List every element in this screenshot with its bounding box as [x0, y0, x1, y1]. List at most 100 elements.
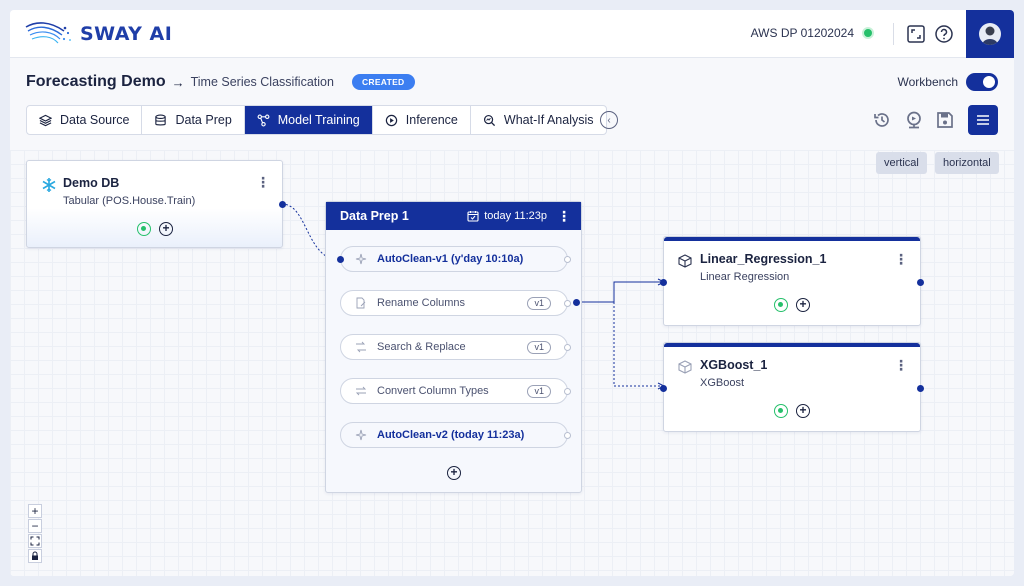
sparkle-icon: [355, 253, 367, 265]
tab-label: Data Source: [60, 113, 130, 127]
add-node-icon[interactable]: +: [796, 298, 810, 312]
source-node-title: Demo DB: [63, 176, 120, 190]
calendar-check-icon: [467, 211, 479, 222]
tab-model-training[interactable]: Model Training: [244, 106, 373, 134]
save-icon[interactable]: [935, 110, 955, 130]
version-badge: v1: [527, 341, 551, 354]
lock-button[interactable]: [28, 549, 42, 563]
more-options-icon[interactable]: ⋮: [557, 207, 571, 224]
more-options-icon[interactable]: ⋮: [894, 357, 908, 373]
user-menu[interactable]: [966, 10, 1014, 58]
hamburger-icon: [977, 115, 989, 125]
more-options-icon[interactable]: ⋮: [894, 251, 908, 267]
sparkle-icon: [355, 429, 367, 441]
more-options-icon[interactable]: ⋮: [256, 174, 270, 190]
tab-data-prep[interactable]: Data Prep: [142, 106, 245, 134]
output-port[interactable]: [573, 299, 580, 306]
history-icon[interactable]: [872, 110, 892, 130]
environment-indicator: AWS DP 01202024: [751, 26, 874, 40]
step-port[interactable]: [564, 300, 571, 307]
app-frame: SWAY AI AWS DP 01202024 Forecasti: [10, 10, 1014, 576]
workbench-toggle[interactable]: [966, 73, 998, 91]
lock-icon: [32, 551, 38, 560]
horizontal-layout-button[interactable]: horizontal: [935, 152, 999, 174]
model-node-linear-regression[interactable]: Linear_Regression_1 Linear Regression ⋮ …: [660, 236, 924, 326]
deploy-icon[interactable]: [904, 110, 924, 130]
node-accent-bar: [664, 343, 920, 347]
tab-label: Data Prep: [175, 113, 232, 127]
prep-step-autoclean-v1[interactable]: AutoClean-v1 (y'day 10:10a): [337, 246, 571, 272]
replace-icon: [356, 341, 366, 353]
prep-step-search-replace[interactable]: Search & Replace v1: [340, 334, 571, 360]
prep-step-convert-types[interactable]: Convert Column Types v1: [340, 378, 571, 404]
model-subtitle: Linear Regression: [700, 271, 790, 283]
snowflake-icon: [42, 178, 56, 192]
step-port[interactable]: [564, 344, 571, 351]
step-label: Convert Column Types: [377, 385, 489, 397]
add-step-icon[interactable]: +: [447, 466, 461, 480]
add-node-icon[interactable]: +: [159, 222, 173, 236]
model-title: XGBoost_1: [700, 358, 768, 372]
step-label: AutoClean-v1 (y'day 10:10a): [377, 253, 524, 265]
model-title: Linear_Regression_1: [700, 252, 827, 266]
data-prep-node[interactable]: Data Prep 1 today 11:23p ⋮ AutoClean-v1 …: [325, 201, 582, 493]
layers-icon: [39, 114, 52, 126]
pipeline-tabs: Data Source Data Prep Model Training I: [26, 105, 607, 135]
tab-label: What-If Analysis: [503, 113, 594, 127]
tab-label: Inference: [405, 113, 458, 127]
workbench-label: Workbench: [897, 75, 958, 89]
step-label: AutoClean-v2 (today 11:23a): [377, 429, 525, 441]
step-port[interactable]: [564, 256, 571, 263]
zoom-out-button[interactable]: −: [28, 519, 42, 533]
tab-what-if-analysis[interactable]: What-If Analysis: [471, 106, 606, 134]
nodes-icon: [257, 114, 270, 126]
version-badge: v1: [527, 385, 551, 398]
step-label: Rename Columns: [377, 297, 466, 309]
logo[interactable]: SWAY AI: [24, 18, 172, 50]
output-port[interactable]: [917, 385, 924, 392]
status-online-icon: [862, 27, 874, 39]
page-subtitle: Time Series Classification: [190, 75, 334, 89]
prep-step-autoclean-v2[interactable]: AutoClean-v2 (today 11:23a): [340, 422, 571, 448]
help-icon[interactable]: [934, 24, 954, 44]
menu-button[interactable]: [968, 105, 998, 135]
avatar: [979, 23, 1001, 45]
tab-data-source[interactable]: Data Source: [27, 106, 143, 134]
version-badge: v1: [527, 297, 551, 310]
input-port[interactable]: [660, 279, 667, 286]
data-prep-title: Data Prep 1: [340, 209, 409, 223]
environment-label: AWS DP 01202024: [750, 26, 854, 40]
status-badge: CREATED: [351, 74, 415, 90]
output-port[interactable]: [279, 201, 286, 208]
breadcrumb-arrow: →: [171, 74, 185, 90]
input-port[interactable]: [660, 385, 667, 392]
logo-text: SWAY AI: [80, 23, 173, 45]
top-bar: SWAY AI AWS DP 01202024: [10, 10, 1014, 58]
input-port[interactable]: [337, 256, 344, 263]
step-port[interactable]: [564, 388, 571, 395]
step-port[interactable]: [564, 432, 571, 439]
source-node[interactable]: Demo DB Tabular (POS.House.Train) ⋮ +: [26, 160, 286, 248]
status-ok-icon: [774, 404, 788, 418]
add-node-icon[interactable]: +: [796, 404, 810, 418]
vertical-layout-button[interactable]: vertical: [876, 152, 927, 174]
status-ok-icon: [774, 298, 788, 312]
cube-icon: [678, 360, 692, 374]
swayai-logo-icon: [25, 22, 71, 44]
zoom-in-button[interactable]: +: [28, 504, 42, 518]
prep-step-rename-columns[interactable]: Rename Columns v1: [340, 290, 571, 316]
workbench-switch: Workbench: [898, 73, 998, 91]
search-graph-icon: [483, 114, 495, 126]
collapse-button[interactable]: ‹: [600, 111, 618, 129]
step-label: Search & Replace: [377, 341, 466, 353]
status-ok-icon: [137, 222, 151, 236]
tab-inference[interactable]: Inference: [373, 106, 471, 134]
output-port[interactable]: [917, 279, 924, 286]
tab-label: Model Training: [277, 113, 360, 127]
fullscreen-icon[interactable]: [906, 24, 926, 44]
database-icon: [155, 114, 167, 125]
model-node-xgboost[interactable]: XGBoost_1 XGBoost ⋮ +: [660, 342, 924, 432]
node-accent-bar: [664, 237, 920, 241]
fit-view-button[interactable]: [28, 534, 42, 548]
source-node-subtitle: Tabular (POS.House.Train): [63, 195, 196, 207]
